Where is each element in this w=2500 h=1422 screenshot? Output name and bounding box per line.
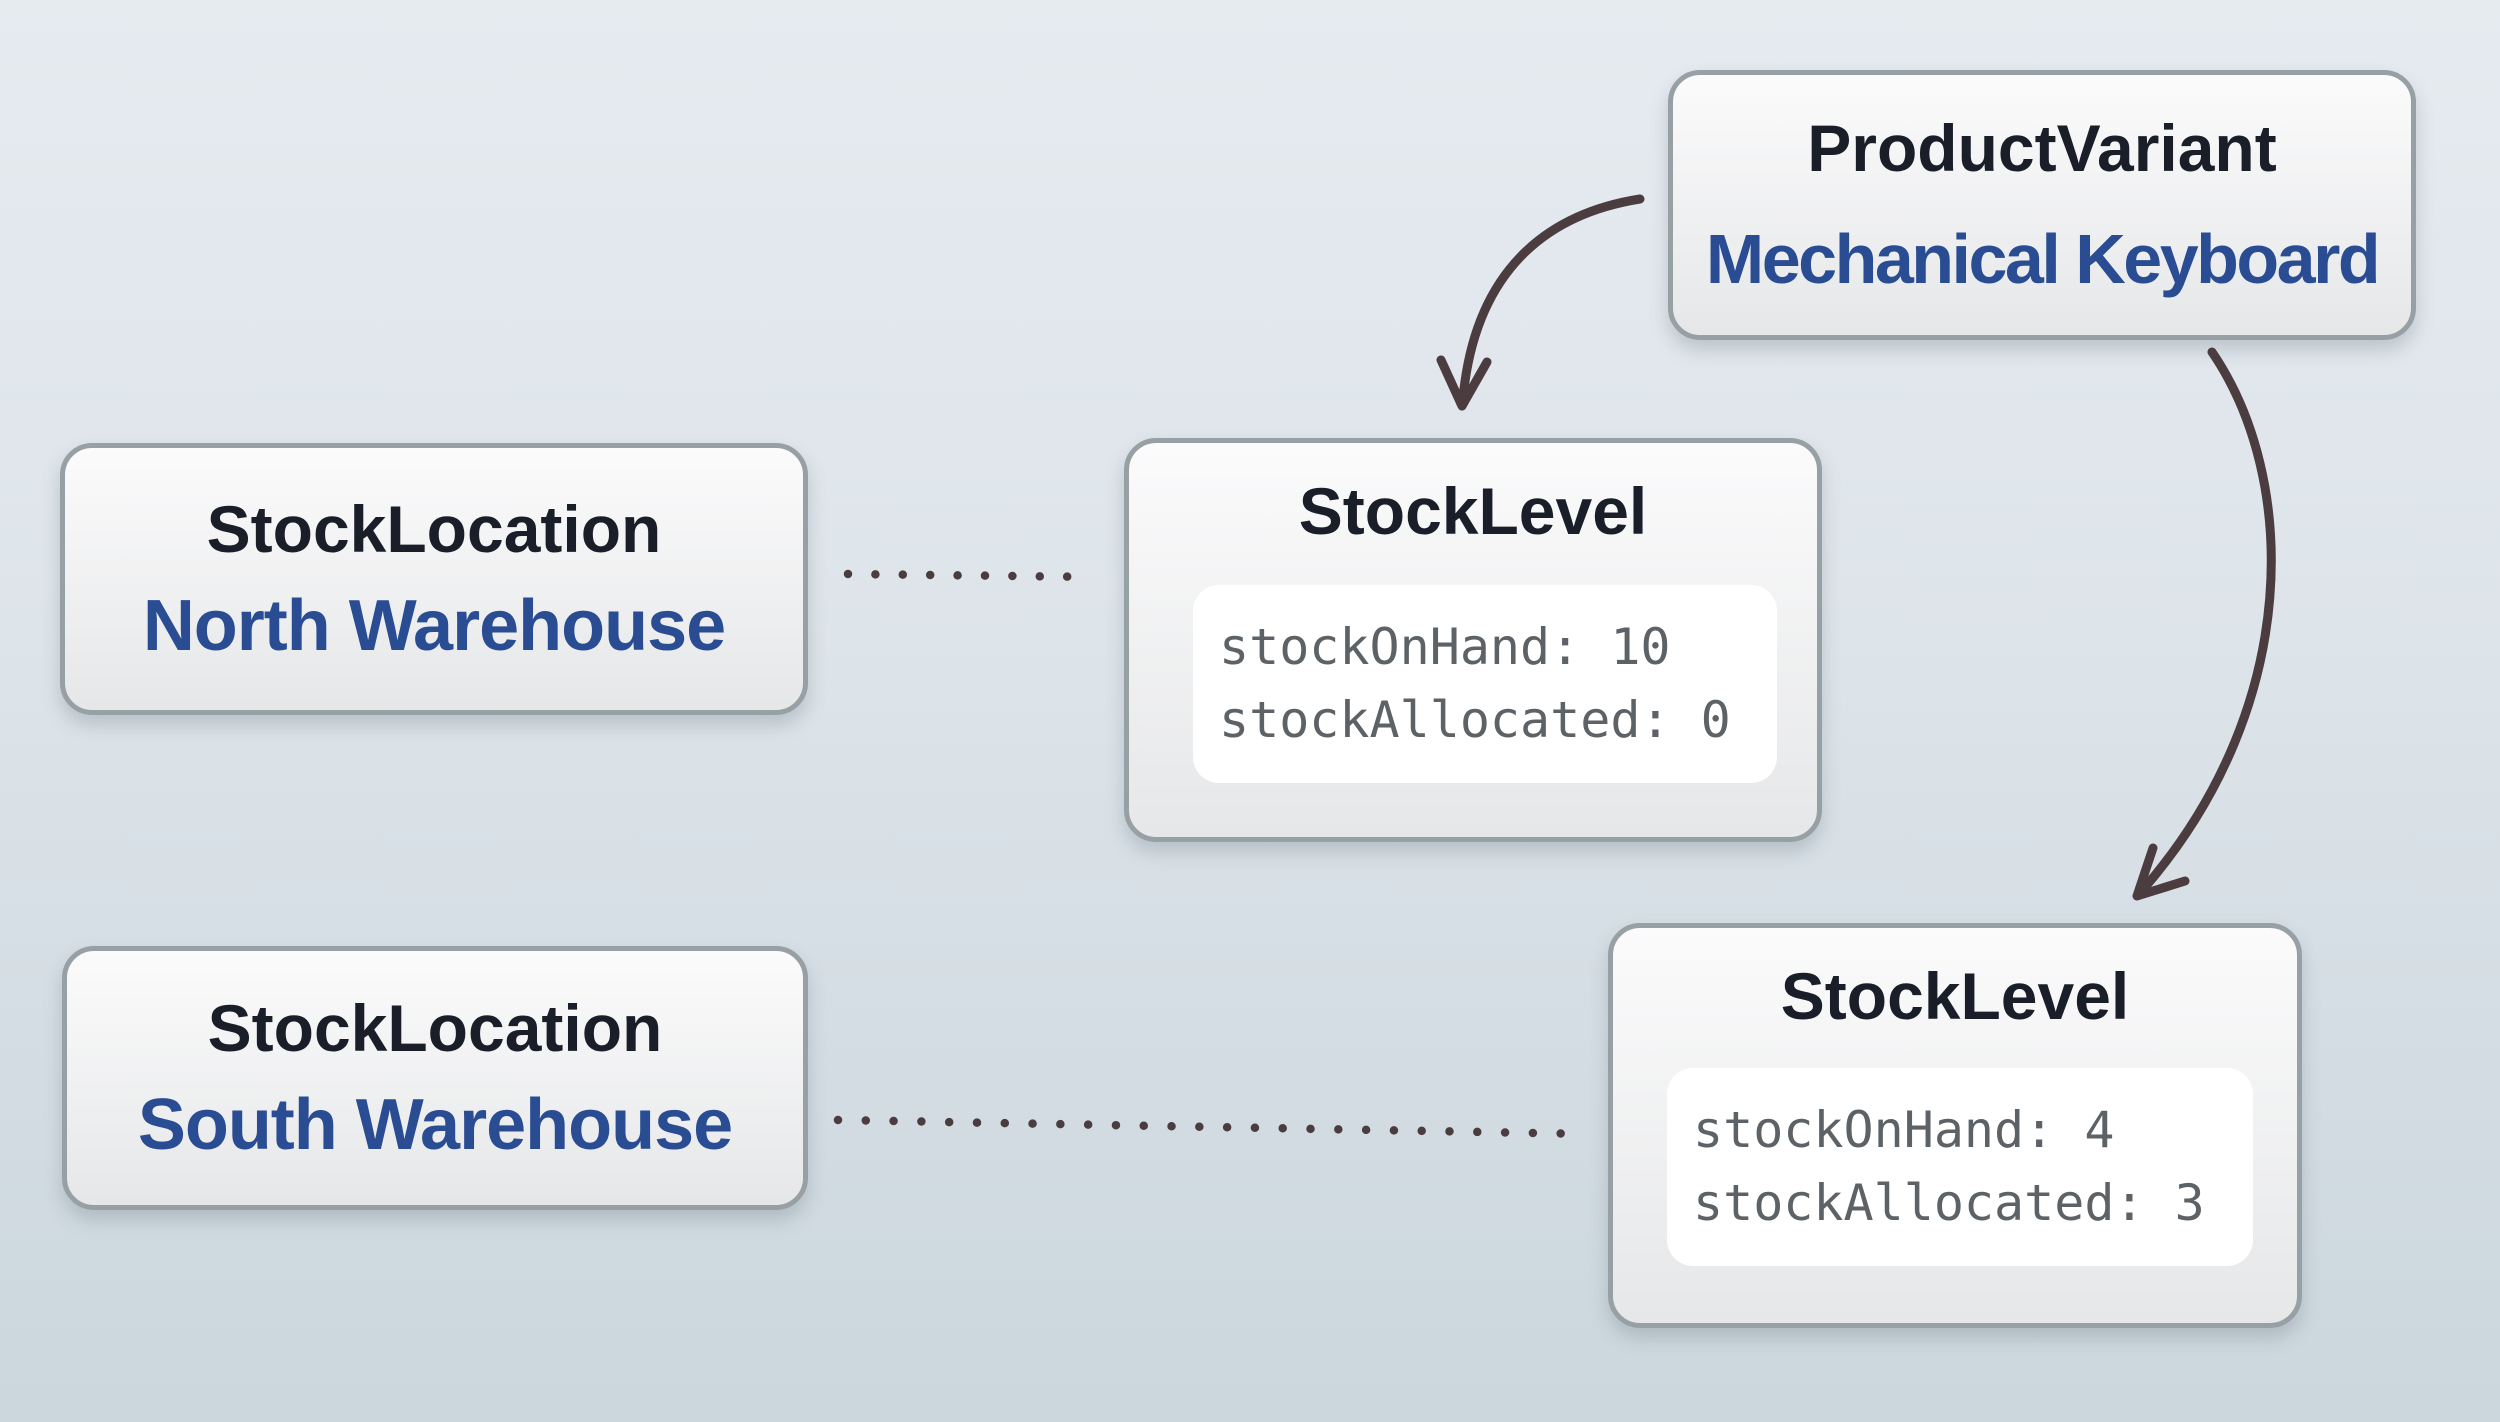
stock-on-hand-field: stockOnHand: 4 bbox=[1693, 1101, 2115, 1159]
stock-level-node-1: StockLevel stockOnHand: 10 stockAllocate… bbox=[1124, 438, 1822, 842]
stock-level-fields-card: stockOnHand: 10 stockAllocated: 0 bbox=[1193, 585, 1777, 783]
stock-location-node-south: StockLocation South Warehouse bbox=[62, 946, 808, 1210]
product-variant-type-label: ProductVariant bbox=[1807, 111, 2277, 185]
stock-level-fields-card: stockOnHand: 4 stockAllocated: 3 bbox=[1667, 1068, 2253, 1266]
arrow-productvariant-to-stocklevel-2 bbox=[2132, 347, 2276, 901]
stock-allocated-field: stockAllocated: 0 bbox=[1219, 691, 1731, 749]
stock-level-node-2: StockLevel stockOnHand: 4 stockAllocated… bbox=[1608, 923, 2302, 1328]
product-variant-name: Mechanical Keyboard bbox=[1705, 220, 2381, 298]
stock-location-name: North Warehouse bbox=[142, 586, 726, 666]
arrowhead-icon bbox=[2132, 843, 2190, 901]
dotted-link-south-warehouse-stocklevel-2 bbox=[833, 1115, 1593, 1139]
stock-level-type-label: StockLevel bbox=[1780, 959, 2130, 1033]
stock-location-name: South Warehouse bbox=[137, 1085, 733, 1165]
stock-level-type-label: StockLevel bbox=[1298, 474, 1648, 548]
stock-location-type-label: StockLocation bbox=[206, 492, 662, 566]
product-variant-node: ProductVariant Mechanical Keyboard bbox=[1668, 70, 2416, 340]
dotted-link-north-warehouse-stocklevel-1 bbox=[843, 569, 1099, 582]
stock-allocated-field: stockAllocated: 3 bbox=[1693, 1174, 2205, 1232]
arrowhead-icon bbox=[1436, 355, 1492, 411]
stock-location-node-north: StockLocation North Warehouse bbox=[60, 443, 808, 715]
stock-location-type-label: StockLocation bbox=[207, 991, 663, 1065]
stock-on-hand-field: stockOnHand: 10 bbox=[1219, 618, 1671, 676]
arrow-productvariant-to-stocklevel-1 bbox=[1436, 194, 1645, 411]
